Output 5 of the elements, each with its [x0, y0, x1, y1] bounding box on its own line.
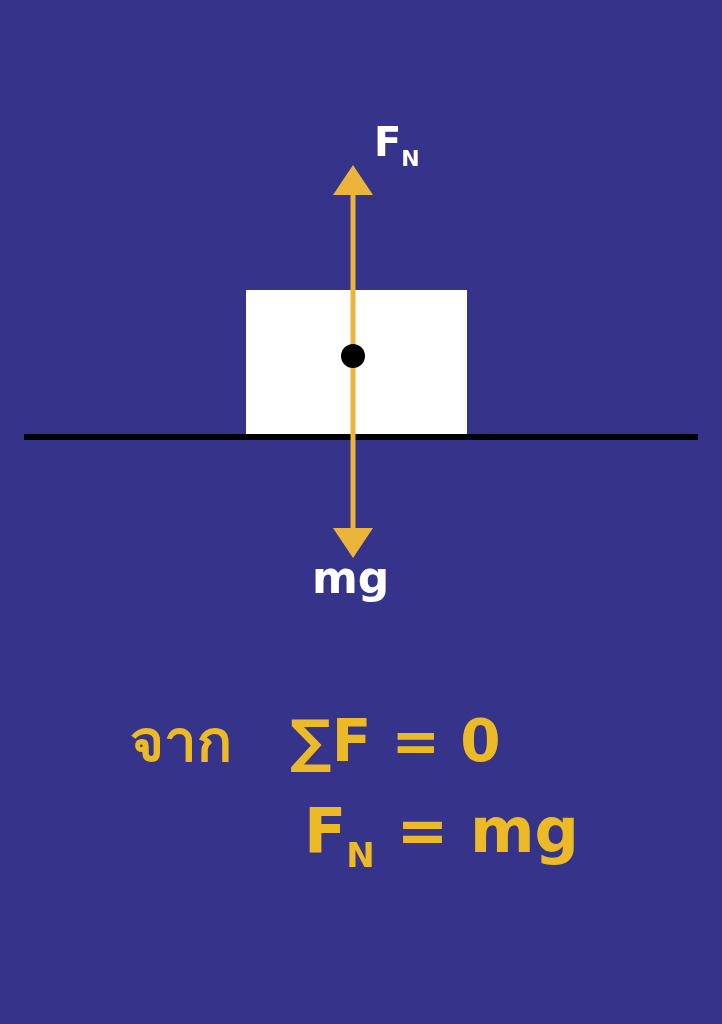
force-label: mg [312, 556, 390, 600]
equation-text: F$_{N}$ = mg [304, 800, 579, 873]
equation-text: จาก [130, 712, 232, 770]
equation-text: ∑F = 0 [290, 712, 501, 770]
force-label: F$_{N}$ [374, 122, 420, 170]
